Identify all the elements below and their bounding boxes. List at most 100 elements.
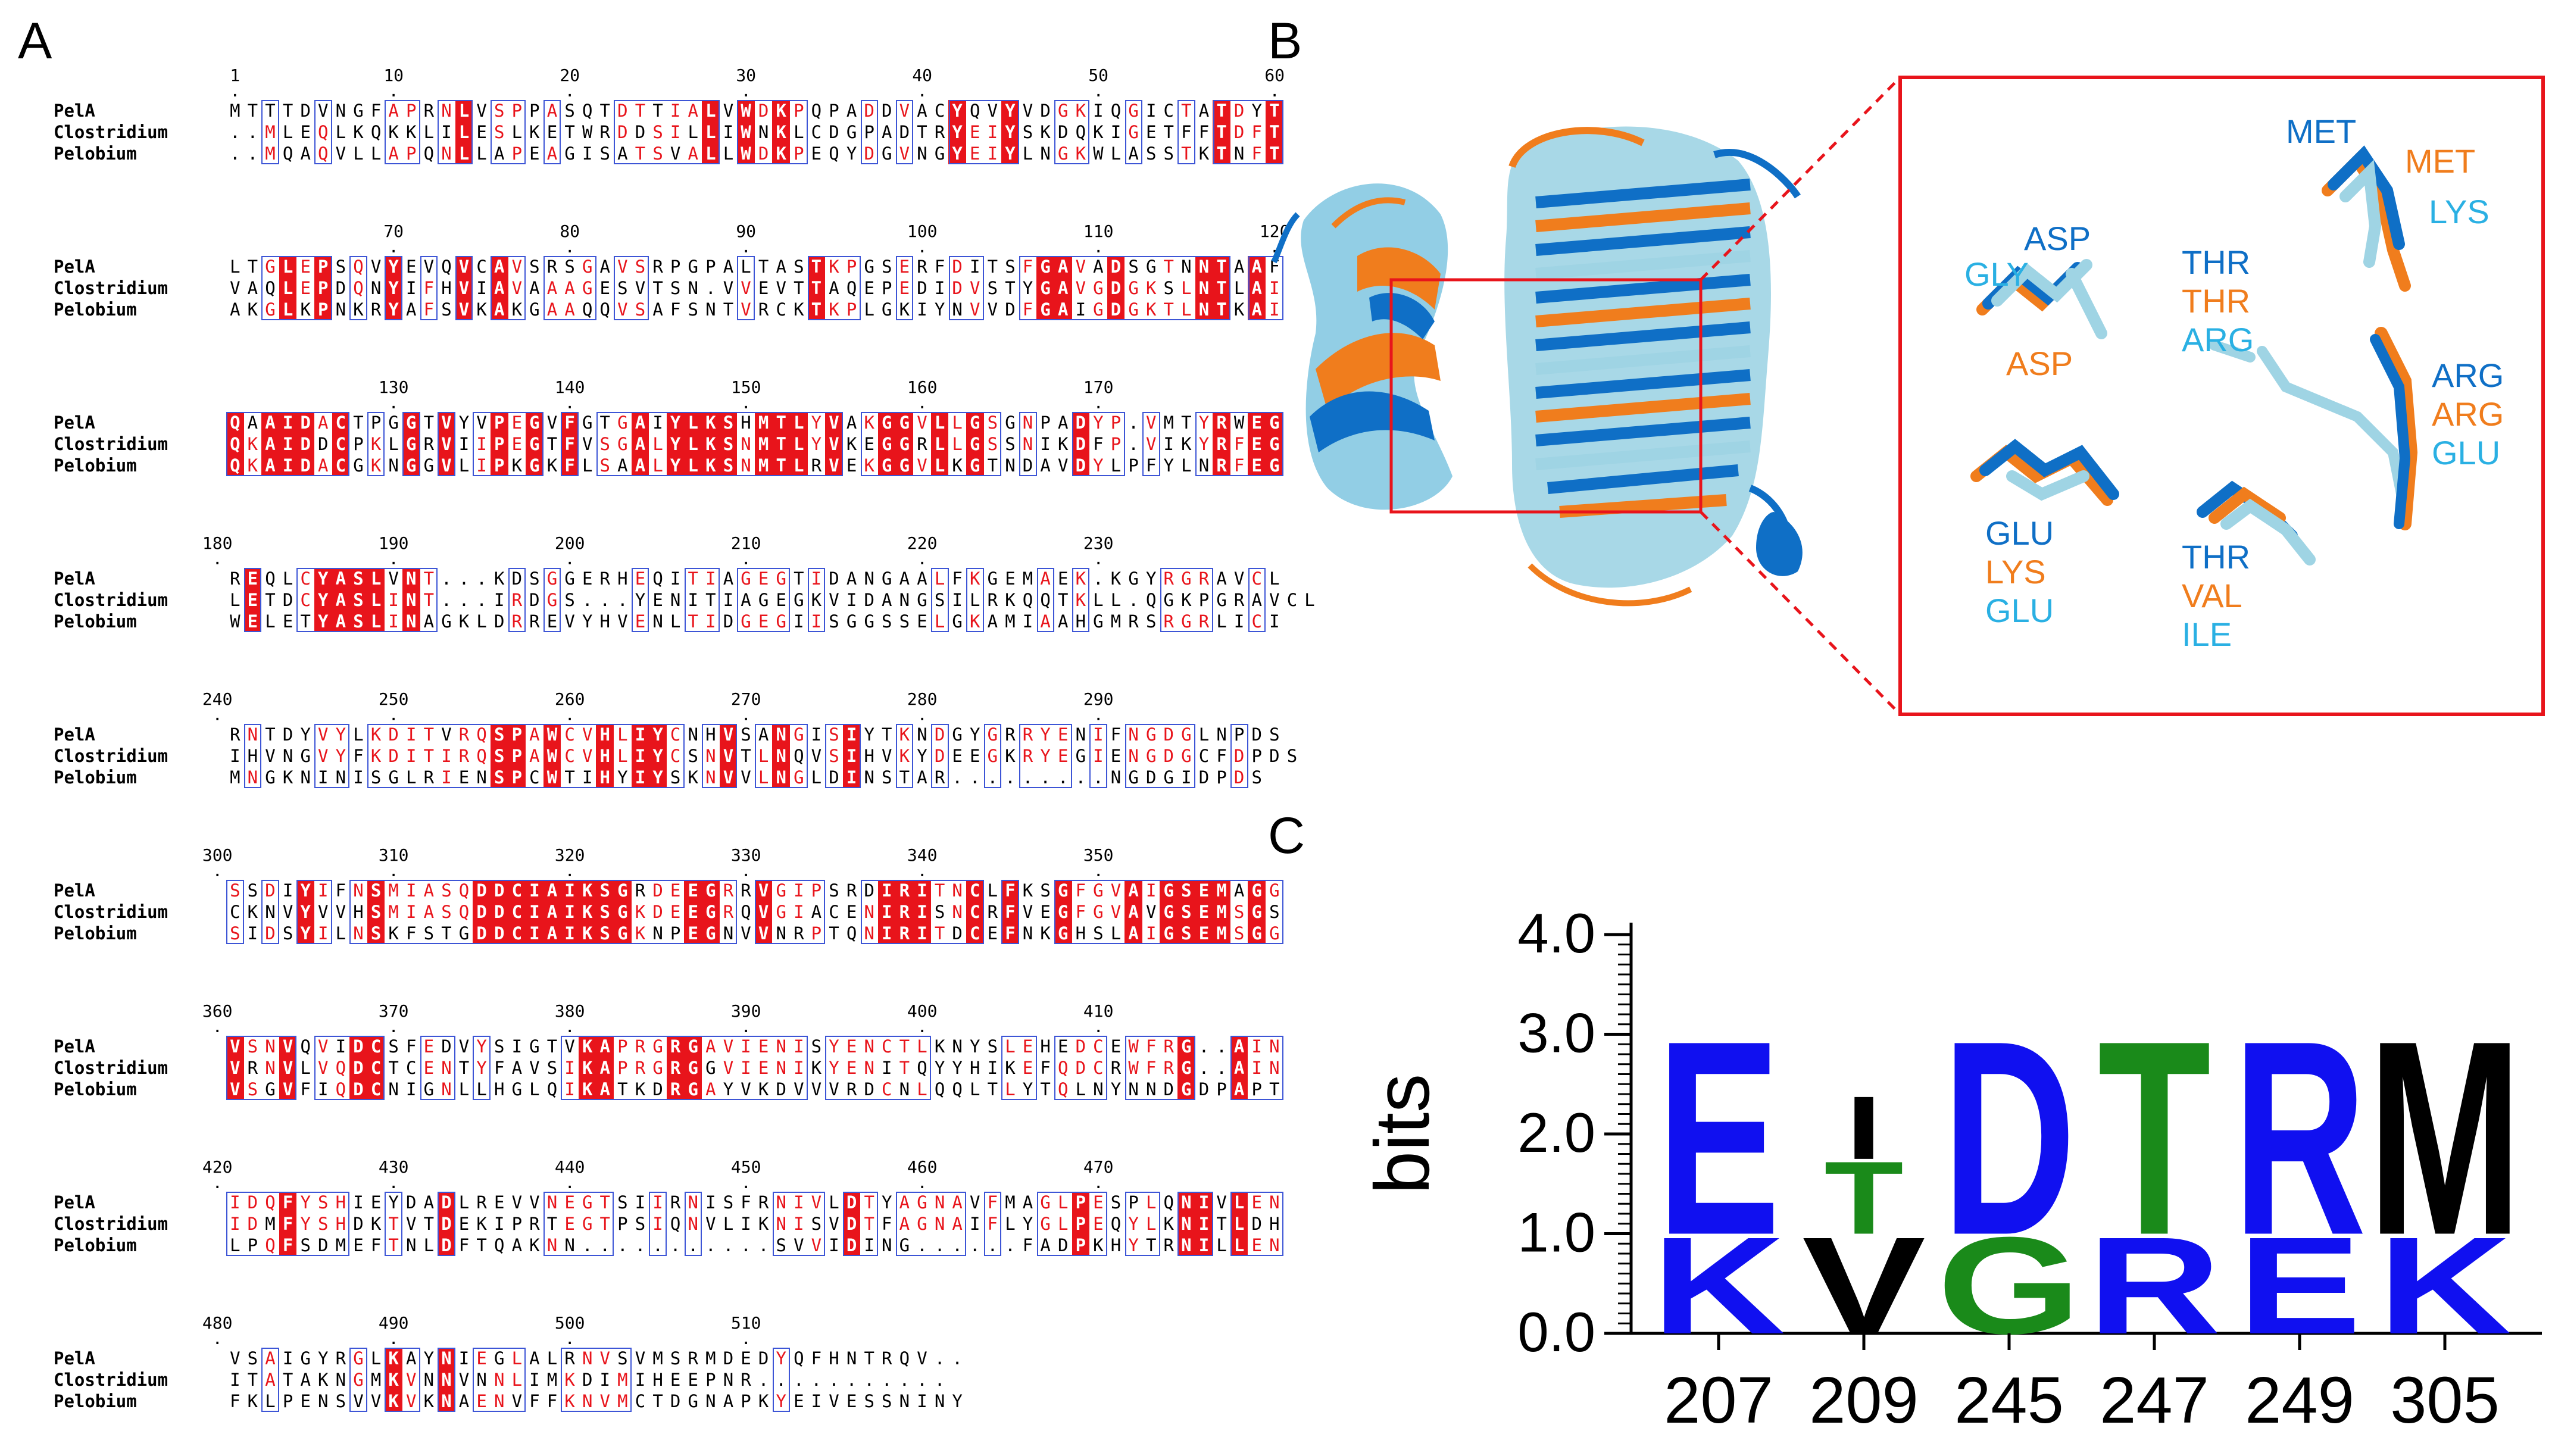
sequence-logo-svg: 0.01.02.03.04.0bitsKE207VTI209GD245RT247… [1358,902,2542,1437]
label-glu-1: GLU [2432,434,2500,471]
similarity-box [349,880,738,944]
position-ruler: 420.430.440.450.460.470. [54,1157,1250,1192]
y-tick-label: 0.0 [1517,1301,1595,1363]
position-tick: 290 [1083,689,1114,709]
position-tick: 1 [230,65,240,85]
position-dot: . [741,1173,751,1192]
position-dot: . [741,1329,751,1348]
similarity-box [948,100,1019,164]
logo-letter: I [1846,1077,1882,1178]
similarity-box [895,1192,967,1256]
position-tick: 300 [202,845,233,865]
similarity-box [755,880,826,944]
label-thr-2: THR [2182,282,2250,320]
label-lys-1: LYS [2429,193,2489,230]
similarity-box [860,100,879,164]
similarity-box [385,256,402,320]
similarity-box [561,412,579,476]
similarity-box [966,568,984,632]
sequence-name: Clostridium [54,902,168,922]
position-dot: . [388,237,399,257]
position-tick: 330 [730,845,761,865]
similarity-box [226,1192,350,1256]
position-tick: 450 [730,1157,761,1177]
similarity-box [543,256,596,320]
similarity-box [825,724,861,788]
position-tick: 400 [907,1001,938,1021]
similarity-box [948,256,984,320]
similarity-box [1195,412,1283,476]
similarity-box [895,724,914,788]
similarity-box [491,256,526,320]
position-dot: . [1269,81,1280,101]
similarity-box [367,412,385,476]
position-tick: 360 [202,1001,233,1021]
sequence-name: Clostridium [54,278,168,298]
sequence-name: Pelobium [54,299,137,320]
similarity-box [895,100,914,164]
similarity-box [1036,1192,1107,1256]
position-tick: 230 [1083,533,1114,553]
similarity-box [860,412,1002,476]
similarity-box [226,1036,297,1100]
similarity-box [614,256,649,320]
logo-letter: M [2367,983,2522,1293]
position-dot: . [388,1173,399,1192]
structure-svg: GLY ASP ASP THR THR ARG MET MET LYS ARG … [1271,76,2545,716]
position-tick: 340 [907,845,938,865]
position-tick: 370 [378,1001,409,1021]
position-tick: 480 [202,1313,233,1333]
similarity-box [843,1192,879,1256]
similarity-box [314,1036,385,1100]
sequence-name: Clostridium [54,590,168,610]
position-dot: . [1093,861,1104,880]
similarity-box [807,568,826,632]
position-dot: . [741,549,751,568]
sequence-name: Clostridium [54,434,168,454]
sequence-name: Pelobium [54,455,137,476]
logo-letter: D [1942,983,2076,1293]
similarity-box [261,1348,279,1412]
connector-top [1700,76,1901,281]
position-tick: 260 [554,689,585,709]
similarity-box [261,100,279,164]
position-dot: . [917,81,927,101]
position-dot: . [388,705,399,724]
similarity-box [931,568,949,632]
similarity-box [860,880,984,944]
sequence-name: PelA [54,1348,95,1368]
position-dot: . [212,1017,223,1036]
sequence-name: Pelobium [54,1235,137,1255]
similarity-box [1213,100,1283,164]
position-ruler: 130.140.150.160.170. [54,377,1250,413]
sequence-name: PelA [54,101,95,121]
position-tick: 240 [202,689,233,709]
